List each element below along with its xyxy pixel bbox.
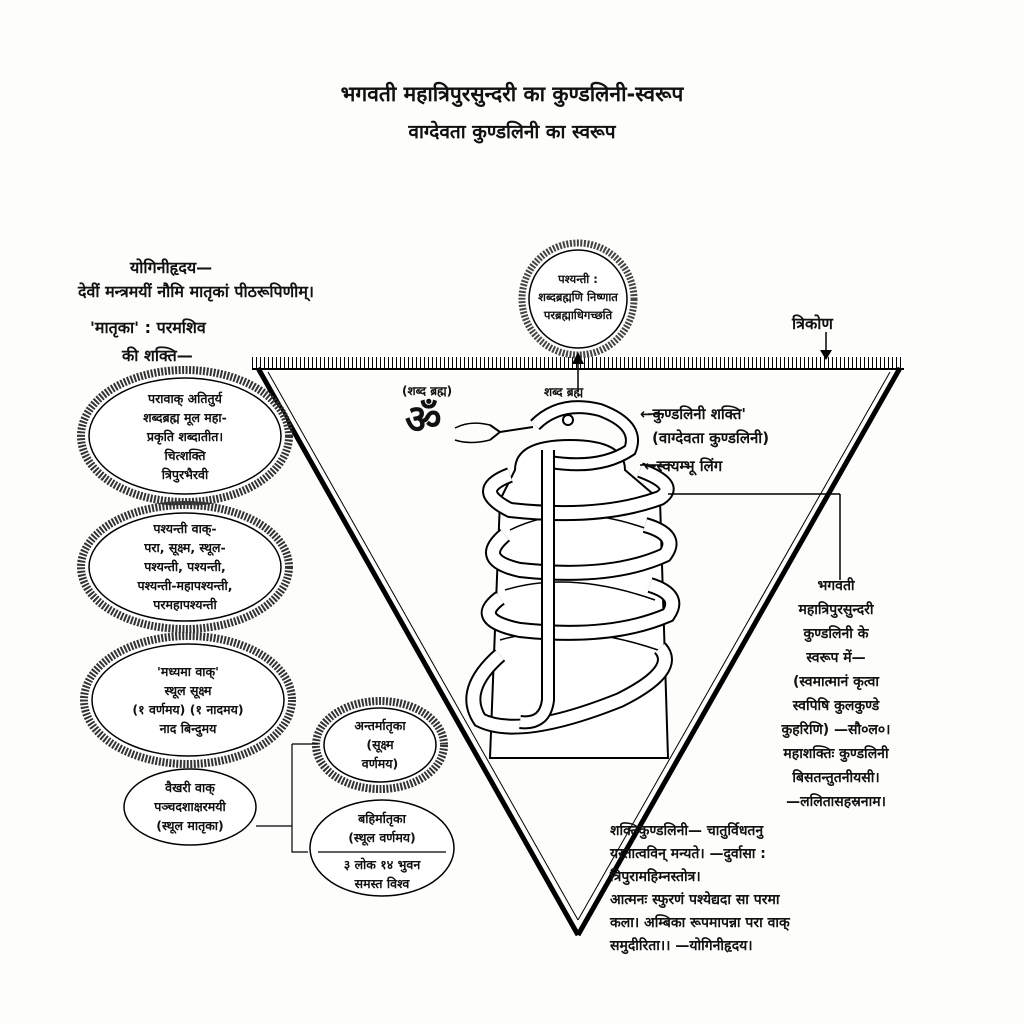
svayambhu-label: ←स्वयम्भू लिंग bbox=[644, 457, 723, 475]
pointer-arrows bbox=[640, 413, 841, 580]
antarmatrika-text: अन्तर्मातृका (सूक्ष्म वर्णमय) bbox=[354, 718, 406, 771]
top-circle-text: पश्यन्ती : शब्दब्रह्मणि निष्णात परब्रह्म… bbox=[538, 272, 618, 322]
vagdevata-label: (वाग्देवता कुण्डलिनी) bbox=[652, 429, 770, 447]
om-symbol: ॐ bbox=[405, 397, 442, 443]
quote-source: योगिनीहृदय— bbox=[130, 258, 213, 277]
bottom-commentary: शक्तिकुण्डलिनी— चातुर्विधतनु यस्तात्वविन… bbox=[610, 823, 790, 954]
bahirmatrika-text: बहिर्मातृका (स्थूल वर्णमय) bbox=[348, 811, 416, 845]
page-title: भगवती महात्रिपुरसुन्दरी का कुण्डलिनी-स्व… bbox=[340, 82, 684, 106]
left-ovals bbox=[77, 366, 455, 897]
matrika-line-2: की शक्ति— bbox=[122, 346, 193, 365]
quote-text: देवीं मन्त्रमयीं नौमि मातृकां पीठरूपिणीम… bbox=[78, 282, 314, 301]
shabda-brahma-center: शब्द ब्रह्म bbox=[544, 385, 584, 399]
page-subtitle: वाग्देवता कुण्डलिनी का स्वरूप bbox=[408, 121, 616, 143]
kundalini-shakti-label: ←कुण्डलिनी शक्ति' bbox=[640, 405, 746, 423]
trikona-triangle bbox=[252, 357, 904, 937]
right-commentary: भगवती महात्रिपुरसुन्दरी कुण्डलिनी के स्व… bbox=[781, 578, 891, 810]
pashyanti-vak-text: पश्यन्ती वाक्- परा, सूक्ष्म, स्थूल- पश्य… bbox=[137, 521, 233, 612]
connector-lines bbox=[256, 743, 318, 853]
trikona-label: त्रिकोण bbox=[792, 314, 833, 333]
matrika-line-1: 'मातृका' : परमशिव bbox=[90, 318, 206, 337]
kundalini-serpent bbox=[454, 400, 681, 735]
loka-text: ३ लोक १४ भुवन समस्त विश्व bbox=[343, 857, 421, 891]
shabda-brahma-left: (शब्द ब्रह्म) bbox=[402, 384, 453, 398]
para-vak-text: परावाक् अतितुर्य शब्दब्रह्म मूल महा- प्र… bbox=[143, 391, 227, 482]
vaikhari-vak-text: वैखरी वाक् पञ्चदशाक्षरमयी (स्थूल मातृका) bbox=[154, 780, 226, 833]
top-circle-shape bbox=[518, 239, 638, 392]
madhyama-vak-text: 'मध्यमा वाक्' स्थूल सूक्ष्म (१ वर्णमय) (… bbox=[132, 664, 244, 736]
